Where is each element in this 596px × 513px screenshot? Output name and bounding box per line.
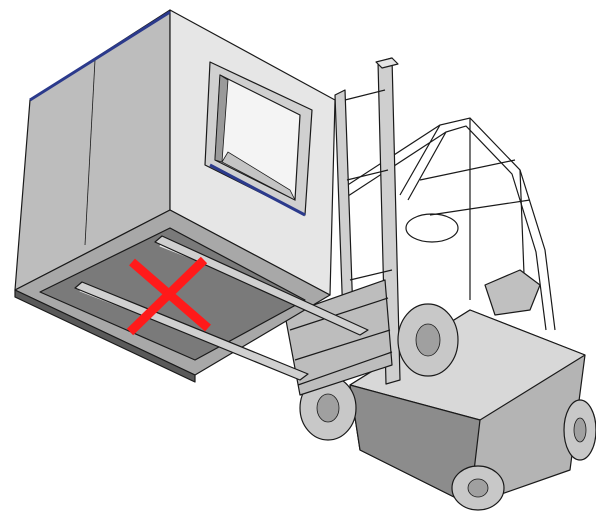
carriage-bars [289,297,393,386]
wheels [299,303,596,511]
enclosure-trim [29,10,171,102]
rear-wheel-left [451,465,505,511]
enclosure-base-edge [14,289,196,383]
mast-crossbar [344,89,393,281]
rear-wheel-right [563,399,596,461]
overhead-guard [339,117,556,331]
front-wheel-left [299,375,357,441]
front-wheel-right [397,303,459,377]
fork-tine-upper [154,235,369,336]
seat [484,269,541,316]
x-mark-icon [126,256,211,336]
steering-wheel [405,213,459,243]
enclosure-window [204,61,313,217]
fork-tine-lower [74,281,309,381]
fork-tines [74,235,369,381]
enclosure-side-seams [84,59,96,246]
mast-top [375,57,399,69]
